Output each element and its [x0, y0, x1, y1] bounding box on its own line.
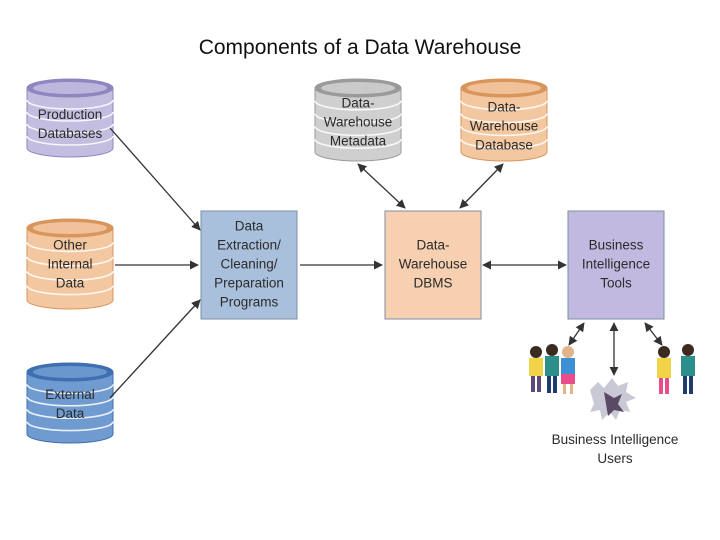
- user-figure: [529, 346, 543, 392]
- arrow-dbms-database: [459, 163, 504, 209]
- label-bi-tools-line: Intelligence: [582, 257, 650, 272]
- user-figure: [545, 344, 559, 393]
- user-figure: [561, 346, 575, 394]
- box-bi-tools: [567, 210, 665, 320]
- box-etl: [200, 210, 298, 320]
- label-external-line: Data: [56, 406, 85, 421]
- cylinder-external: [26, 362, 114, 444]
- label-dbms-line: DBMS: [413, 276, 452, 291]
- label-dbms-line: Warehouse: [399, 257, 468, 272]
- label-bi-users-line: Business Intelligence: [552, 432, 679, 447]
- label-dbms-line: Data-: [416, 238, 449, 253]
- user-figure: [681, 344, 695, 394]
- page-title: Components of a Data Warehouse: [198, 36, 522, 59]
- label-etl-line: Preparation: [214, 276, 284, 291]
- cylinder-database: [460, 78, 548, 162]
- label-internal-line: Other: [53, 238, 87, 253]
- arrow-dbms-metadata: [357, 163, 406, 209]
- arrow-external-to-etl: [109, 299, 201, 399]
- label-external-line: External: [45, 387, 95, 402]
- user-figure: [657, 346, 671, 394]
- arrow-production-to-etl: [109, 127, 201, 231]
- label-bi-tools-line: Tools: [600, 276, 632, 291]
- label-database-line: Warehouse: [470, 119, 539, 134]
- label-bi-users-line: Users: [597, 451, 633, 466]
- label-production-line: Production: [38, 107, 103, 122]
- label-etl-line: Cleaning/: [220, 257, 277, 272]
- label-metadata-line: Warehouse: [324, 115, 393, 130]
- label-production-line: Databases: [38, 126, 103, 141]
- label-internal-line: Data: [56, 276, 85, 291]
- box-dbms: [384, 210, 482, 320]
- cylinder-metadata: [314, 78, 402, 162]
- label-database-line: Data-: [487, 100, 520, 115]
- arrow-bi-users-left: [568, 322, 585, 346]
- label-bi-tools-line: Business: [589, 238, 644, 253]
- label-database-line: Database: [475, 138, 533, 153]
- center-splash: [590, 378, 636, 420]
- label-metadata-line: Data-: [341, 96, 374, 111]
- cylinder-production: [26, 78, 114, 158]
- label-internal-line: Internal: [47, 257, 92, 272]
- arrow-bi-users-right: [644, 322, 663, 346]
- label-etl: DataExtraction/Cleaning/PreparationProgr…: [214, 219, 284, 310]
- label-etl-line: Programs: [220, 295, 279, 310]
- label-metadata-line: Metadata: [330, 134, 387, 149]
- label-etl-line: Extraction/: [217, 238, 281, 253]
- bi-users-illustration: [529, 344, 695, 420]
- cylinder-internal: [26, 218, 114, 310]
- label-etl-line: Data: [235, 219, 264, 234]
